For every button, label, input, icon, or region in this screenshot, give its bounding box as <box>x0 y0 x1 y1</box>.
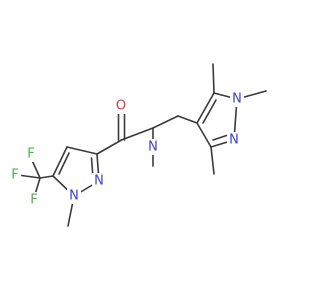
atom-labels: O N N N N N <box>9 91 244 208</box>
bond-right-c3-methyl <box>210 146 215 175</box>
right-ring-n1-atom: N <box>230 91 244 107</box>
bond-right-c4-c5 <box>196 92 215 124</box>
fluorine-left-label: F <box>11 168 18 183</box>
bond-right-c5-methyl <box>212 63 215 94</box>
left-ring-n2-atom: N <box>92 173 106 189</box>
bond-ch2-ring <box>177 115 198 124</box>
right-ring-n2-atom: N <box>227 132 241 148</box>
fluorine-top-label: F <box>27 147 34 162</box>
left-ring-n2-label: N <box>94 174 104 189</box>
fluorine-left-atom: F <box>9 167 21 183</box>
bond-co-ring <box>96 139 123 155</box>
right-ring-n2-label: N <box>229 133 239 148</box>
bond-right-c4-c5-inner <box>202 99 217 124</box>
molecule-diagram: O N N N N N <box>9 63 267 227</box>
bond-left-c4-c5-inner <box>58 152 70 175</box>
right-ring-n1-label: N <box>232 92 242 107</box>
structure-canvas: O N N N N N <box>9 63 267 227</box>
fluorine-bottom-label: F <box>30 193 37 208</box>
oxygen-label: O <box>116 99 126 114</box>
bond-cf3-f-left <box>17 174 41 179</box>
bond-left-c4-c5 <box>52 146 68 177</box>
left-ring-n1-atom: N <box>67 188 81 204</box>
bond-right-n2-c3-inner <box>212 134 229 141</box>
amide-nitrogen-atom: N <box>146 139 160 155</box>
bond-namide-ch2 <box>152 115 179 129</box>
bond-left-c3-c4 <box>66 146 98 155</box>
left-ring-n1-label: N <box>69 189 79 204</box>
bond-co-namide <box>120 127 154 141</box>
fluorine-top-atom: F <box>25 146 37 162</box>
oxygen-atom: O <box>114 98 128 114</box>
fluorine-bottom-atom: F <box>28 192 40 208</box>
bond-c5-cf3 <box>39 175 54 179</box>
amide-nitrogen-label: N <box>148 140 158 155</box>
bond-right-c3-c4 <box>196 122 212 148</box>
